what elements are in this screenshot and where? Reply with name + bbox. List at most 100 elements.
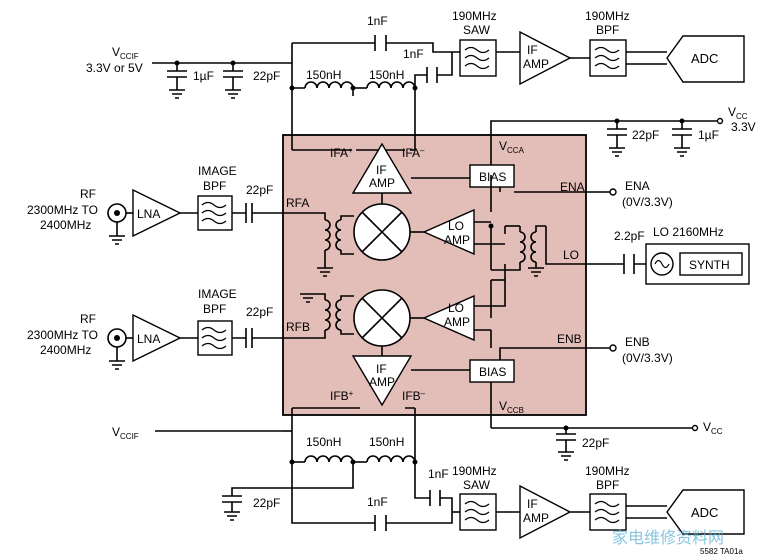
if-amp-bottom: IF AMP	[519, 484, 572, 540]
pin-enb: ENB	[557, 332, 582, 346]
vcc-top-voltage: 3.3V	[731, 120, 756, 134]
cap-1nf-top: 1nF	[367, 14, 388, 51]
lo-synth-block: SYNTH LO 2160MHz	[645, 225, 750, 285]
cap-22pf-bottom: 22pF	[222, 495, 280, 521]
adc-bottom: ADC	[666, 489, 745, 535]
svg-text:190MHz: 190MHz	[452, 464, 497, 478]
lo-amp-b: LO AMP	[422, 294, 475, 342]
svg-text:BPF: BPF	[596, 23, 619, 37]
cap-22pf-top-left: 22pF	[223, 63, 280, 99]
svg-text:BIAS: BIAS	[479, 170, 506, 184]
svg-text:22pF: 22pF	[246, 305, 273, 319]
svg-text:1µF: 1µF	[193, 69, 214, 83]
image-bpf-a: IMAGE BPF	[197, 164, 237, 231]
svg-text:1nF: 1nF	[367, 495, 388, 509]
wire	[252, 212, 326, 220]
svg-text:IF: IF	[527, 497, 538, 511]
svg-text:BIAS: BIAS	[479, 365, 506, 379]
svg-text:22pF: 22pF	[246, 183, 273, 197]
ena-label: ENA	[625, 179, 650, 193]
svg-text:BPF: BPF	[203, 302, 226, 316]
wire	[626, 51, 667, 65]
svg-text:IMAGE: IMAGE	[198, 164, 237, 178]
svg-text:LNA: LNA	[137, 207, 160, 221]
rf-a-label: RF	[80, 187, 96, 201]
svg-text:IF: IF	[376, 362, 387, 376]
svg-text:AMP: AMP	[523, 57, 549, 71]
rf-a-freq-2: 2400MHz	[40, 218, 91, 232]
svg-text:IF: IF	[527, 43, 538, 57]
cap-1nf-top-2: 1nF	[403, 47, 453, 83]
rf-a-freq-1: 2300MHz TO	[27, 203, 98, 217]
svg-text:LO: LO	[448, 219, 464, 233]
svg-text:BPF: BPF	[596, 478, 619, 492]
svg-text:22pF: 22pF	[253, 69, 280, 83]
ena-level: (0V/3.3V)	[622, 195, 673, 209]
adc-top: ADC	[666, 35, 745, 83]
rf-a-connector	[107, 203, 127, 245]
pin-vccb: VCCB	[499, 399, 524, 415]
wire	[340, 295, 354, 335]
rf-b-connector	[107, 328, 127, 370]
cap-22pf-rfb: 22pF	[232, 305, 273, 348]
wire	[491, 226, 521, 271]
lo-amp-a: LO AMP	[422, 208, 475, 256]
vcc-top-terminal	[716, 117, 724, 125]
svg-text:IMAGE: IMAGE	[198, 287, 237, 301]
ground	[528, 225, 546, 277]
lo-wire	[545, 226, 624, 265]
vcc-top-label: VCC	[728, 105, 748, 121]
pin-rfa: RFA	[286, 196, 309, 210]
wire	[291, 63, 305, 89]
cap-2p2pf: 2.2pF	[614, 229, 646, 274]
svg-text:1µF: 1µF	[698, 128, 719, 142]
balun-rfb-secondary	[335, 299, 342, 331]
wire	[252, 330, 326, 339]
wire	[291, 462, 453, 524]
bias-a: BIAS	[469, 164, 515, 188]
balun-rfa-secondary	[335, 219, 342, 251]
wire	[414, 462, 430, 499]
inductor-label: 150nH	[369, 435, 404, 449]
pin-ifb-plus: IFB+	[330, 389, 354, 403]
wire	[474, 221, 505, 245]
svg-text:22pF: 22pF	[632, 128, 659, 142]
svg-text:LNA: LNA	[137, 332, 160, 346]
watermark: 家电维修资料网	[612, 529, 724, 547]
wire	[291, 88, 416, 150]
rf-b-freq-1: 2300MHz TO	[27, 328, 98, 342]
svg-text:AMP: AMP	[444, 233, 470, 247]
enb-label: ENB	[625, 335, 650, 349]
svg-text:SAW: SAW	[463, 23, 491, 37]
saw-filter-bottom: 190MHz SAW	[452, 464, 497, 531]
svg-text:SAW: SAW	[463, 478, 491, 492]
cap-1uf-top: 1µF	[167, 63, 214, 99]
enb-wire	[499, 347, 613, 360]
ic-body	[282, 134, 587, 416]
cap-1nf-bottom: 1nF	[367, 495, 388, 531]
vccif-bottom-label: VCCIF	[112, 425, 139, 441]
svg-text:LO: LO	[448, 301, 464, 315]
svg-text:IF: IF	[376, 163, 387, 177]
vccif-top-rail	[152, 42, 452, 64]
pin-ifb-minus: IFB–	[402, 389, 426, 403]
cap-22pf-vcca: 22pF	[607, 121, 659, 157]
pin-vcca: VCCA	[499, 139, 525, 155]
svg-text:2.2pF: 2.2pF	[614, 229, 645, 243]
svg-text:AMP: AMP	[444, 315, 470, 329]
bpf-if-top: 190MHz BPF	[585, 9, 630, 77]
vcc-top-rail	[490, 120, 720, 135]
vcc-bottom-terminal	[691, 424, 699, 432]
vccif-top-label: VCCIF	[112, 45, 139, 61]
svg-text:1nF: 1nF	[428, 467, 449, 481]
inductor-label: 150nH	[306, 435, 341, 449]
figure-id: 5582 TA01a	[700, 547, 743, 556]
balun-lo-secondary	[530, 231, 537, 263]
balun-lo-primary	[519, 231, 526, 263]
pin-ifa-minus: IFA–	[402, 146, 425, 160]
svg-text:1nF: 1nF	[367, 14, 388, 28]
svg-text:22pF: 22pF	[582, 436, 609, 450]
cap-1uf-vcca: 1µF	[672, 121, 719, 157]
balun-rfb-primary	[324, 299, 331, 331]
enb-terminal	[609, 344, 617, 352]
